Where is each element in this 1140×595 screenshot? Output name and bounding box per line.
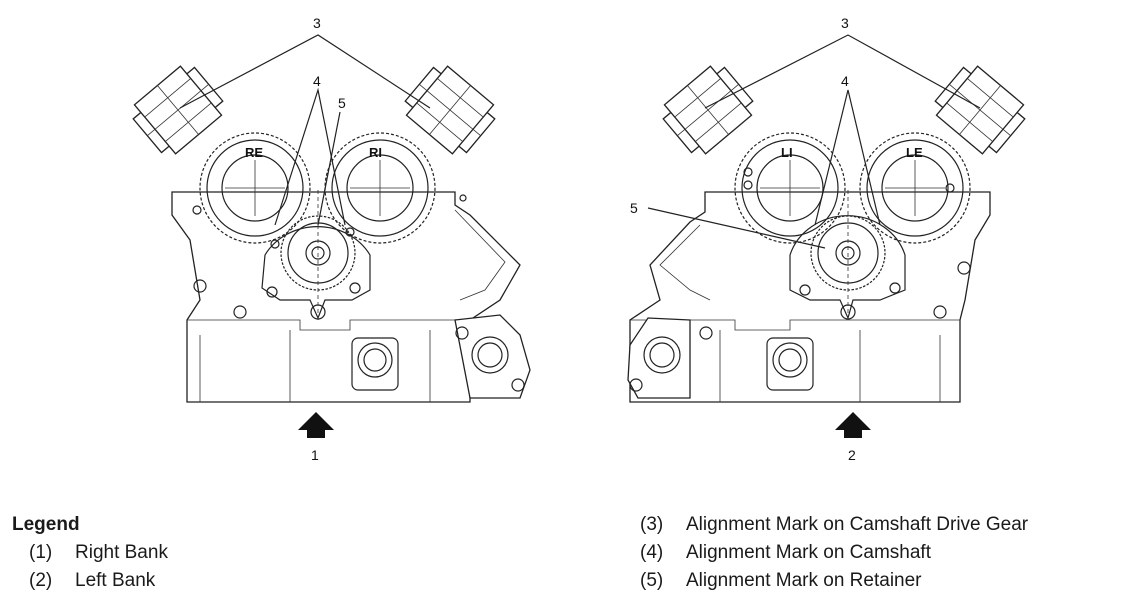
callout-3-right: 3 <box>313 15 321 31</box>
legend-item: (1) Right Bank <box>12 539 612 567</box>
right-bank-arrow <box>298 412 334 438</box>
legend-item-number: (5) <box>640 570 664 591</box>
legend-title: Legend <box>12 514 80 535</box>
retainer-left <box>789 215 906 320</box>
legend-item: (4) Alignment Mark on Camshaft <box>640 539 1140 567</box>
callout-5-left: 5 <box>630 200 638 216</box>
callout-2: 2 <box>848 447 856 463</box>
legend-item-number: (4) <box>640 542 664 563</box>
legend-item-text: Alignment Mark on Camshaft <box>686 542 931 563</box>
legend: Legend (1) Right Bank (2) Left Bank <box>12 511 612 595</box>
legend-item-number: (3) <box>640 514 664 535</box>
callout-3-left: 3 <box>841 15 849 31</box>
gear-re <box>199 132 311 244</box>
legend-item-number: (1) <box>29 542 53 563</box>
legend-continued: (3) Alignment Mark on Camshaft Drive Gea… <box>640 511 1140 595</box>
legend-item-text: Alignment Mark on Retainer <box>686 570 922 591</box>
gear-le <box>859 132 971 244</box>
retainer <box>261 226 371 320</box>
gear-label-ri: RI <box>369 145 382 160</box>
legend-item-number: (2) <box>29 570 53 591</box>
gear-label-re: RE <box>245 145 263 160</box>
gear-label-li: LI <box>781 145 793 160</box>
callout-5-right: 5 <box>338 95 346 111</box>
right-bank-view: RE RI 3 4 5 1 <box>132 15 531 463</box>
callout-4-left: 4 <box>841 73 849 89</box>
left-bank-view: LI LE 3 4 5 2 <box>627 15 1026 463</box>
gear-li <box>734 132 846 244</box>
legend-item: (5) Alignment Mark on Retainer <box>640 567 1140 595</box>
left-bank-arrow <box>835 412 871 438</box>
callout-4-right: 4 <box>313 73 321 89</box>
camshaft-timing-diagram: RE RI 3 4 5 1 <box>132 15 1026 463</box>
gear-label-le: LE <box>906 145 923 160</box>
callout-1: 1 <box>311 447 319 463</box>
legend-item-text: Right Bank <box>75 542 168 563</box>
legend-item: (2) Left Bank <box>12 567 612 595</box>
legend-item: (3) Alignment Mark on Camshaft Drive Gea… <box>640 511 1140 539</box>
legend-item-text: Alignment Mark on Camshaft Drive Gear <box>686 514 1029 535</box>
legend-item-text: Left Bank <box>75 570 156 591</box>
